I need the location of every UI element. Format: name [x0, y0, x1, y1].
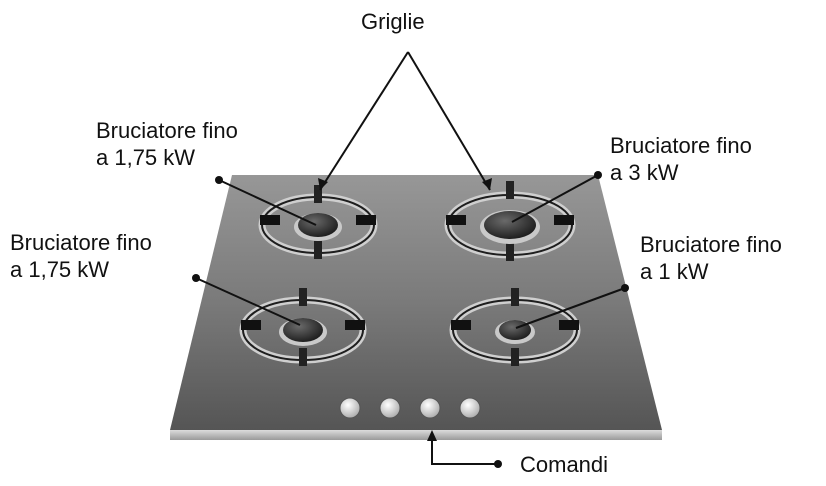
label-controls: Comandi: [520, 451, 608, 478]
label-burner-top-right-line1: Bruciatore fino: [610, 133, 752, 158]
label-burner-bottom-right: Bruciatore fino a 1 kW: [640, 231, 782, 285]
label-grates: Griglie: [361, 8, 425, 35]
label-burner-bottom-right-line2: a 1 kW: [640, 259, 709, 284]
burner-bottom-left: [239, 288, 367, 366]
label-burner-top-right-line2: a 3 kW: [610, 160, 679, 185]
label-burner-top-left: Bruciatore fino a 1,75 kW: [96, 117, 238, 171]
label-burner-top-right: Bruciatore fino a 3 kW: [610, 132, 752, 186]
label-burner-top-left-line1: Bruciatore fino: [96, 118, 238, 143]
leader-dots: [192, 171, 629, 468]
burner-bottom-right: [449, 288, 581, 366]
label-controls-text: Comandi: [520, 452, 609, 477]
label-burner-bottom-right-line1: Bruciatore fino: [640, 232, 782, 257]
label-burner-top-left-line2: a 1,75 kW: [96, 145, 196, 170]
knob-1: [339, 397, 361, 419]
burner-top-left: [258, 185, 378, 259]
label-burner-bottom-left-line2: a 1,75 kW: [10, 257, 110, 282]
front-edge: [170, 430, 662, 440]
label-burner-bottom-left: Bruciatore fino a 1,75 kW: [10, 229, 152, 283]
knob-4: [459, 397, 481, 419]
label-grates-text: Griglie: [361, 9, 425, 34]
knob-3: [419, 397, 441, 419]
burner-top-right: [444, 181, 576, 261]
glass-surface: [170, 175, 662, 430]
knob-2: [379, 397, 401, 419]
leader-arrowheads: [318, 178, 492, 441]
control-knobs: [339, 397, 481, 419]
label-burner-bottom-left-line1: Bruciatore fino: [10, 230, 152, 255]
leader-lines: [195, 51, 626, 465]
